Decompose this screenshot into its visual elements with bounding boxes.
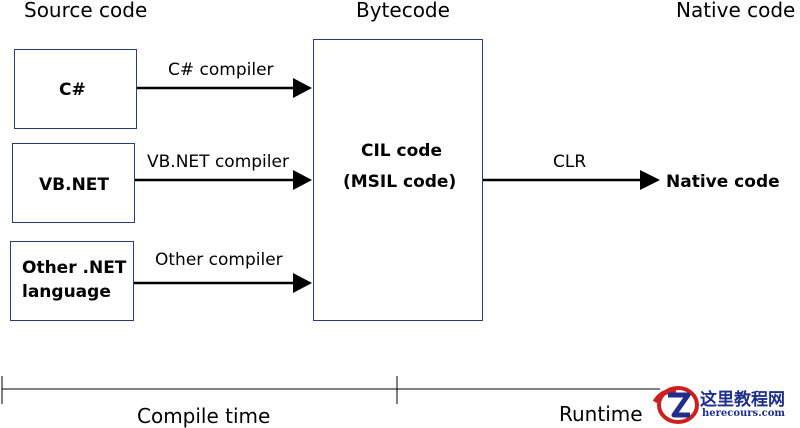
arrow-csharp-to-cil — [137, 78, 312, 98]
watermark-logo: 这里教程网 herecours.com — [652, 384, 798, 426]
compiler-label-vbnet: VB.NET compiler — [147, 152, 289, 172]
arrow-cil-to-native — [483, 170, 660, 190]
msil-code-label: (MSIL code) — [343, 172, 457, 192]
source-box-label: VB.NET — [39, 175, 110, 195]
source-box-label: C# — [59, 80, 86, 100]
cil-code-label: CIL code — [361, 141, 443, 161]
source-box-label-line1: Other .NET — [22, 258, 127, 278]
source-box-csharp: C# — [14, 49, 137, 129]
header-native-code: Native code — [676, 0, 796, 22]
arrow-vbnet-to-cil — [135, 170, 312, 190]
compiler-label-csharp: C# compiler — [168, 60, 274, 80]
source-box-vbnet: VB.NET — [12, 143, 135, 223]
header-source-code: Source code — [24, 0, 148, 22]
native-code-output: Native code — [666, 172, 780, 192]
watermark-url: herecours.com — [702, 408, 786, 419]
compiler-label-other: Other compiler — [155, 250, 283, 270]
source-box-label-line2: language — [22, 282, 111, 302]
cil-code-box: CIL code (MSIL code) — [313, 39, 483, 321]
source-box-other: Other .NET language — [10, 241, 134, 321]
arrow-other-to-cil — [134, 273, 312, 293]
clr-label: CLR — [553, 152, 587, 172]
header-bytecode: Bytecode — [356, 0, 450, 22]
z-logo-icon — [652, 386, 699, 424]
watermark-chinese-text: 这里教程网 — [700, 390, 785, 410]
compile-time-label: Compile time — [137, 404, 271, 428]
runtime-label: Runtime — [559, 402, 643, 426]
timeline-axis — [1, 376, 660, 404]
